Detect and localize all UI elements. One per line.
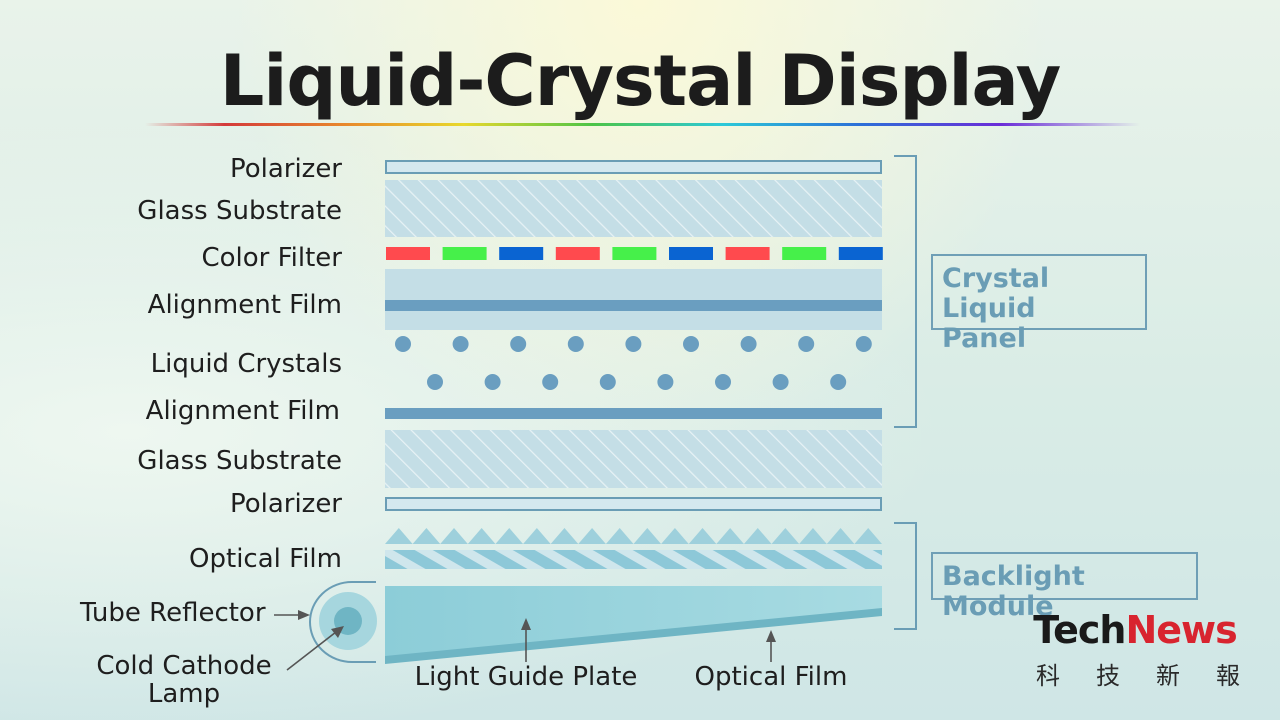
page-title: Liquid-Crystal Display	[219, 40, 1062, 122]
title-rainbow-divider	[145, 123, 1140, 126]
color-filter-red-block	[555, 247, 600, 260]
color-filter-red-block	[725, 247, 770, 260]
label-color-filter: Color Filter	[201, 243, 342, 273]
liquid-crystal-molecule	[683, 336, 699, 352]
prism-ridge	[771, 528, 800, 544]
logo-subtitle: 科 技 新 報	[1036, 656, 1240, 691]
logo-sub-char: 新	[1156, 662, 1180, 690]
color-filter-layer	[386, 247, 883, 260]
bracket-crystal-liquid-panel	[894, 155, 917, 428]
prism-ridge	[412, 528, 441, 544]
color-filter-green-block	[782, 247, 827, 260]
arrowhead-optical-film-bottom	[766, 630, 776, 642]
label-glass-substrate-bottom: Glass Substrate	[137, 446, 342, 476]
color-filter-red-block	[386, 247, 430, 260]
color-filter-blue-block	[838, 247, 883, 260]
polarizer-top-layer	[385, 160, 882, 174]
label-liquid-crystals: Liquid Crystals	[150, 349, 342, 379]
alignment-film-top-layer	[385, 300, 882, 311]
prism-ridge	[467, 528, 496, 544]
group-label-backlight-module: Backlight Module	[931, 552, 1198, 622]
label-optical-film-bottom: Optical Film	[694, 662, 848, 692]
label-optical-film-left: Optical Film	[189, 544, 342, 574]
liquid-crystal-molecule	[855, 336, 872, 352]
label-polarizer-top: Polarizer	[229, 154, 342, 184]
optical-film-bottom-layer	[385, 608, 882, 664]
alignment-film-top-background	[385, 269, 882, 330]
group-label-panel-line2: Panel	[942, 323, 1027, 354]
liquid-crystal-molecule	[772, 374, 789, 390]
group-label-panel-line1: Crystal Liquid	[942, 263, 1050, 324]
liquid-crystal-molecule	[510, 336, 527, 352]
prism-ridge	[688, 528, 717, 544]
label-cold-cathode-lamp-line1: Cold Cathode	[96, 651, 272, 681]
prism-ridge	[440, 528, 468, 544]
label-alignment-film-top: Alignment Film	[147, 290, 342, 320]
liquid-crystal-molecule	[452, 336, 469, 352]
light-guide-plate	[385, 586, 882, 660]
logo-sub-char: 科	[1036, 662, 1060, 690]
logo-sub-char: 報	[1216, 662, 1240, 690]
group-label-crystal-liquid-panel: Crystal Liquid Panel	[931, 254, 1147, 354]
arrowhead-cold-cathode-lamp	[331, 626, 344, 638]
label-alignment-film-bottom: Alignment Film	[145, 396, 340, 426]
technews-logo: TechNews 科 技 新 報	[1030, 604, 1240, 694]
liquid-crystal-molecule	[715, 374, 731, 390]
prism-ridge	[854, 528, 882, 544]
liquid-crystal-molecule	[484, 374, 501, 390]
color-filter-blue-block	[669, 247, 713, 260]
liquid-crystal-molecule	[599, 374, 616, 390]
prism-ridge	[716, 528, 744, 544]
prism-ridge	[743, 528, 772, 544]
polarizer-bottom-layer	[385, 497, 882, 511]
logo-sub-char: 技	[1096, 662, 1120, 690]
liquid-crystal-molecule	[798, 336, 815, 352]
arrowhead-tube-reflector	[298, 610, 310, 620]
liquid-crystal-molecule	[542, 374, 559, 390]
liquid-crystal-molecule	[395, 336, 411, 352]
label-light-guide-plate: Light Guide Plate	[414, 662, 638, 692]
prism-ridge	[605, 528, 634, 544]
liquid-crystal-molecule	[740, 336, 757, 352]
liquid-crystal-molecule	[567, 336, 584, 352]
arrowhead-light-guide-plate	[521, 618, 531, 630]
prism-ridge	[495, 528, 524, 544]
prism-ridge	[523, 528, 551, 544]
color-filter-green-block	[612, 247, 657, 260]
liquid-crystal-molecule	[657, 374, 674, 390]
logo-news-text: News	[1125, 608, 1237, 652]
group-label-backlight-line1: Backlight Module	[942, 561, 1085, 622]
prism-ridge	[578, 528, 606, 544]
prism-ridge	[799, 528, 827, 544]
label-polarizer-bottom: Polarizer	[229, 489, 342, 519]
liquid-crystal-molecule	[427, 374, 443, 390]
arrow-cold-cathode-lamp	[286, 631, 337, 671]
liquid-crystal-molecule	[625, 336, 642, 352]
label-glass-substrate-top: Glass Substrate	[137, 196, 342, 226]
prism-ridge	[550, 528, 579, 544]
bracket-backlight-module	[894, 522, 917, 630]
label-tube-reflector: Tube Reflector	[80, 598, 266, 628]
tube-reflector	[309, 581, 376, 663]
label-cold-cathode-lamp-line2: Lamp	[147, 679, 221, 709]
liquid-crystal-molecule	[830, 374, 847, 390]
prism-ridge	[661, 528, 689, 544]
prism-ridge	[826, 528, 855, 544]
logo-wordmark: TechNews	[1030, 604, 1240, 656]
optical-film-diffuser-sheet	[385, 550, 882, 569]
color-filter-blue-block	[499, 247, 544, 260]
color-filter-green-block	[442, 247, 487, 260]
alignment-film-bottom-layer	[385, 408, 882, 419]
glass-substrate-top-layer	[385, 180, 882, 237]
prism-ridge	[385, 528, 413, 544]
liquid-crystals-layer	[395, 336, 872, 390]
glass-substrate-bottom-layer	[385, 430, 882, 488]
logo-tech-text: Tech	[1033, 608, 1126, 652]
optical-film-prism-sheet	[385, 528, 882, 544]
prism-ridge	[633, 528, 662, 544]
